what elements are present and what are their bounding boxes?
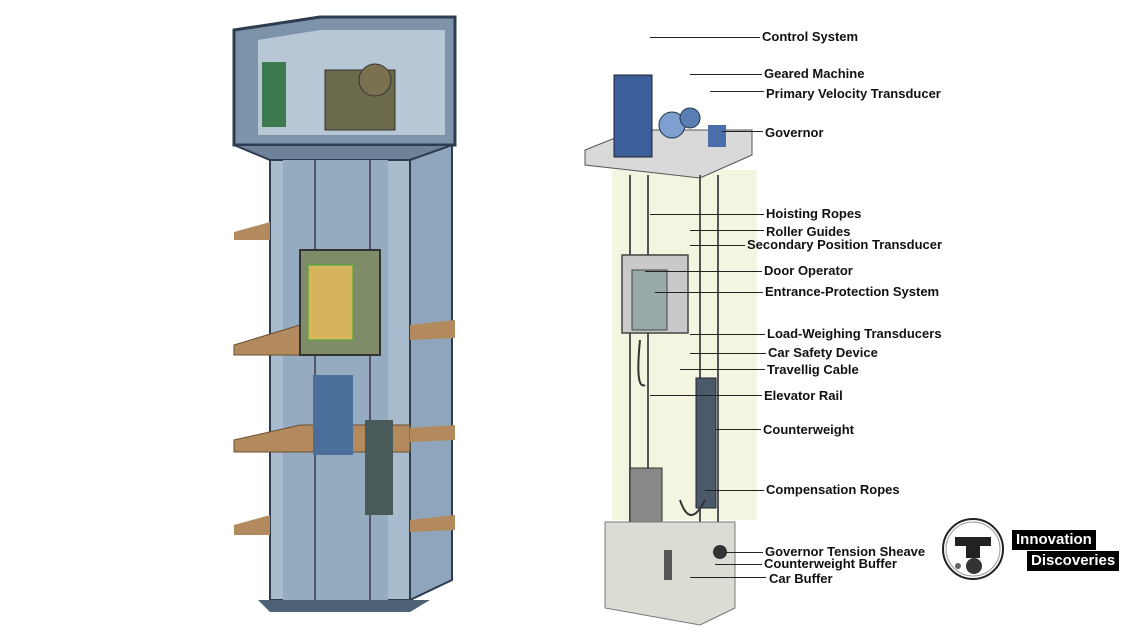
brand-discoveries: Discoveries [1027, 551, 1120, 571]
leader-line [715, 429, 761, 430]
label-control-system: Control System [762, 29, 859, 44]
leader-line [690, 353, 766, 354]
label-elevator-rail: Elevator Rail [764, 388, 843, 403]
label-roller-guides: Roller Guides [766, 224, 851, 239]
leader-line [690, 334, 765, 335]
leader-line [715, 564, 762, 565]
leader-line [690, 74, 762, 75]
label-primary-velocity-transducer: Primary Velocity Transducer [766, 86, 941, 101]
innovation-discoveries-logo [942, 518, 1004, 580]
leader-line [725, 552, 763, 553]
label-door-operator: Door Operator [764, 263, 853, 278]
label-governor-tension-sheave: Governor Tension Sheave [765, 544, 926, 559]
label-load-weighing-transducers: Load-Weighing Transducers [767, 326, 942, 341]
leader-line [645, 271, 762, 272]
leader-line [655, 292, 763, 293]
shaft-schematic-illustration [584, 74, 757, 626]
brand-innovation: Innovation [1012, 530, 1096, 550]
label-travelling-cable: Travellig Cable [767, 362, 859, 377]
leader-line [680, 369, 765, 370]
label-governor: Governor [765, 125, 824, 140]
shaft-3d-illustration [232, 15, 457, 612]
leader-line [690, 577, 766, 578]
leader-line [650, 214, 764, 215]
leader-line [722, 131, 763, 132]
label-car-buffer: Car Buffer [769, 571, 833, 586]
label-car-safety-device: Car Safety Device [768, 345, 878, 360]
label-counterweight-buffer: Counterweight Buffer [764, 556, 897, 571]
label-geared-machine: Geared Machine [764, 66, 865, 81]
label-secondary-position-transducer: Secondary Position Transducer [747, 237, 943, 252]
leader-line [690, 230, 764, 231]
leader-line [690, 245, 745, 246]
leader-line [705, 490, 764, 491]
leader-line [650, 37, 760, 38]
leader-line [710, 91, 764, 92]
label-counterweight: Counterweight [763, 422, 854, 437]
leader-line [650, 395, 762, 396]
label-hoisting-ropes: Hoisting Ropes [766, 206, 862, 221]
label-entrance-protection-system: Entrance-Protection System [765, 284, 940, 299]
label-compensation-ropes: Compensation Ropes [766, 482, 900, 497]
